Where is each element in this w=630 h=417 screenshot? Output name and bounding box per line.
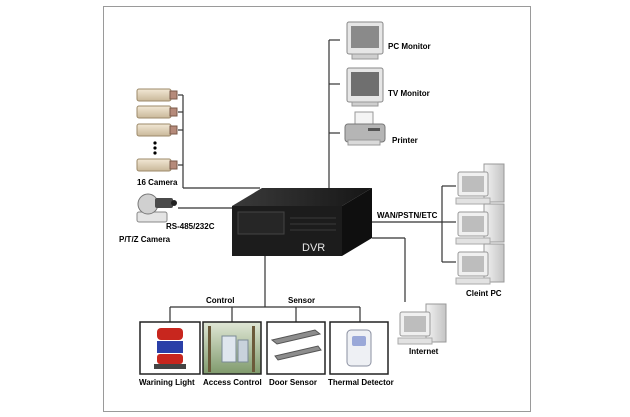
camera-group: [136, 88, 178, 172]
client-pc-label: Cleint PC: [466, 289, 502, 298]
ptz-camera-icon: [136, 193, 177, 223]
connection-lines: [169, 39, 456, 322]
warning-light-icon: [139, 321, 201, 375]
camera-icon: [136, 123, 178, 137]
camera-icon: [136, 105, 178, 119]
more-cameras-dots: [153, 141, 157, 155]
tv-monitor-label: TV Monitor: [388, 89, 430, 98]
client-pc-icon: [455, 203, 505, 245]
access-control-label: Access Control: [203, 378, 262, 387]
rs485-label: RS-485/232C: [166, 222, 215, 231]
pc-monitor-icon: [346, 21, 384, 60]
internet-label: Internet: [409, 347, 439, 356]
tv-monitor-icon: [346, 67, 384, 107]
door-sensor-icon: [266, 321, 326, 375]
internet-pc-icon: [397, 303, 447, 345]
access-control-icon: [202, 321, 262, 375]
sensor-label: Sensor: [288, 296, 315, 305]
camera16-label: 16 Camera: [137, 178, 178, 187]
ptz-camera-label: P/T/Z Camera: [119, 235, 171, 244]
client-pc-icon: [455, 243, 505, 285]
printer-icon: [344, 111, 386, 146]
wan-label: WAN/PSTN/ETC: [377, 211, 438, 220]
printer-label: Printer: [392, 136, 418, 145]
pc-monitor-label: PC Monitor: [388, 42, 431, 51]
client-pc-icon: [455, 163, 505, 205]
camera-icon: [136, 88, 178, 102]
thermal-detector-icon: [329, 321, 389, 375]
dvr-label: DVR: [302, 242, 325, 254]
warning-light-label: Warining Light: [139, 378, 195, 387]
door-sensor-label: Door Sensor: [269, 378, 317, 387]
control-label: Control: [206, 296, 234, 305]
camera-icon: [136, 158, 178, 172]
thermal-detector-label: Thermal Detector: [328, 378, 394, 387]
dvr-icon: [232, 188, 372, 256]
